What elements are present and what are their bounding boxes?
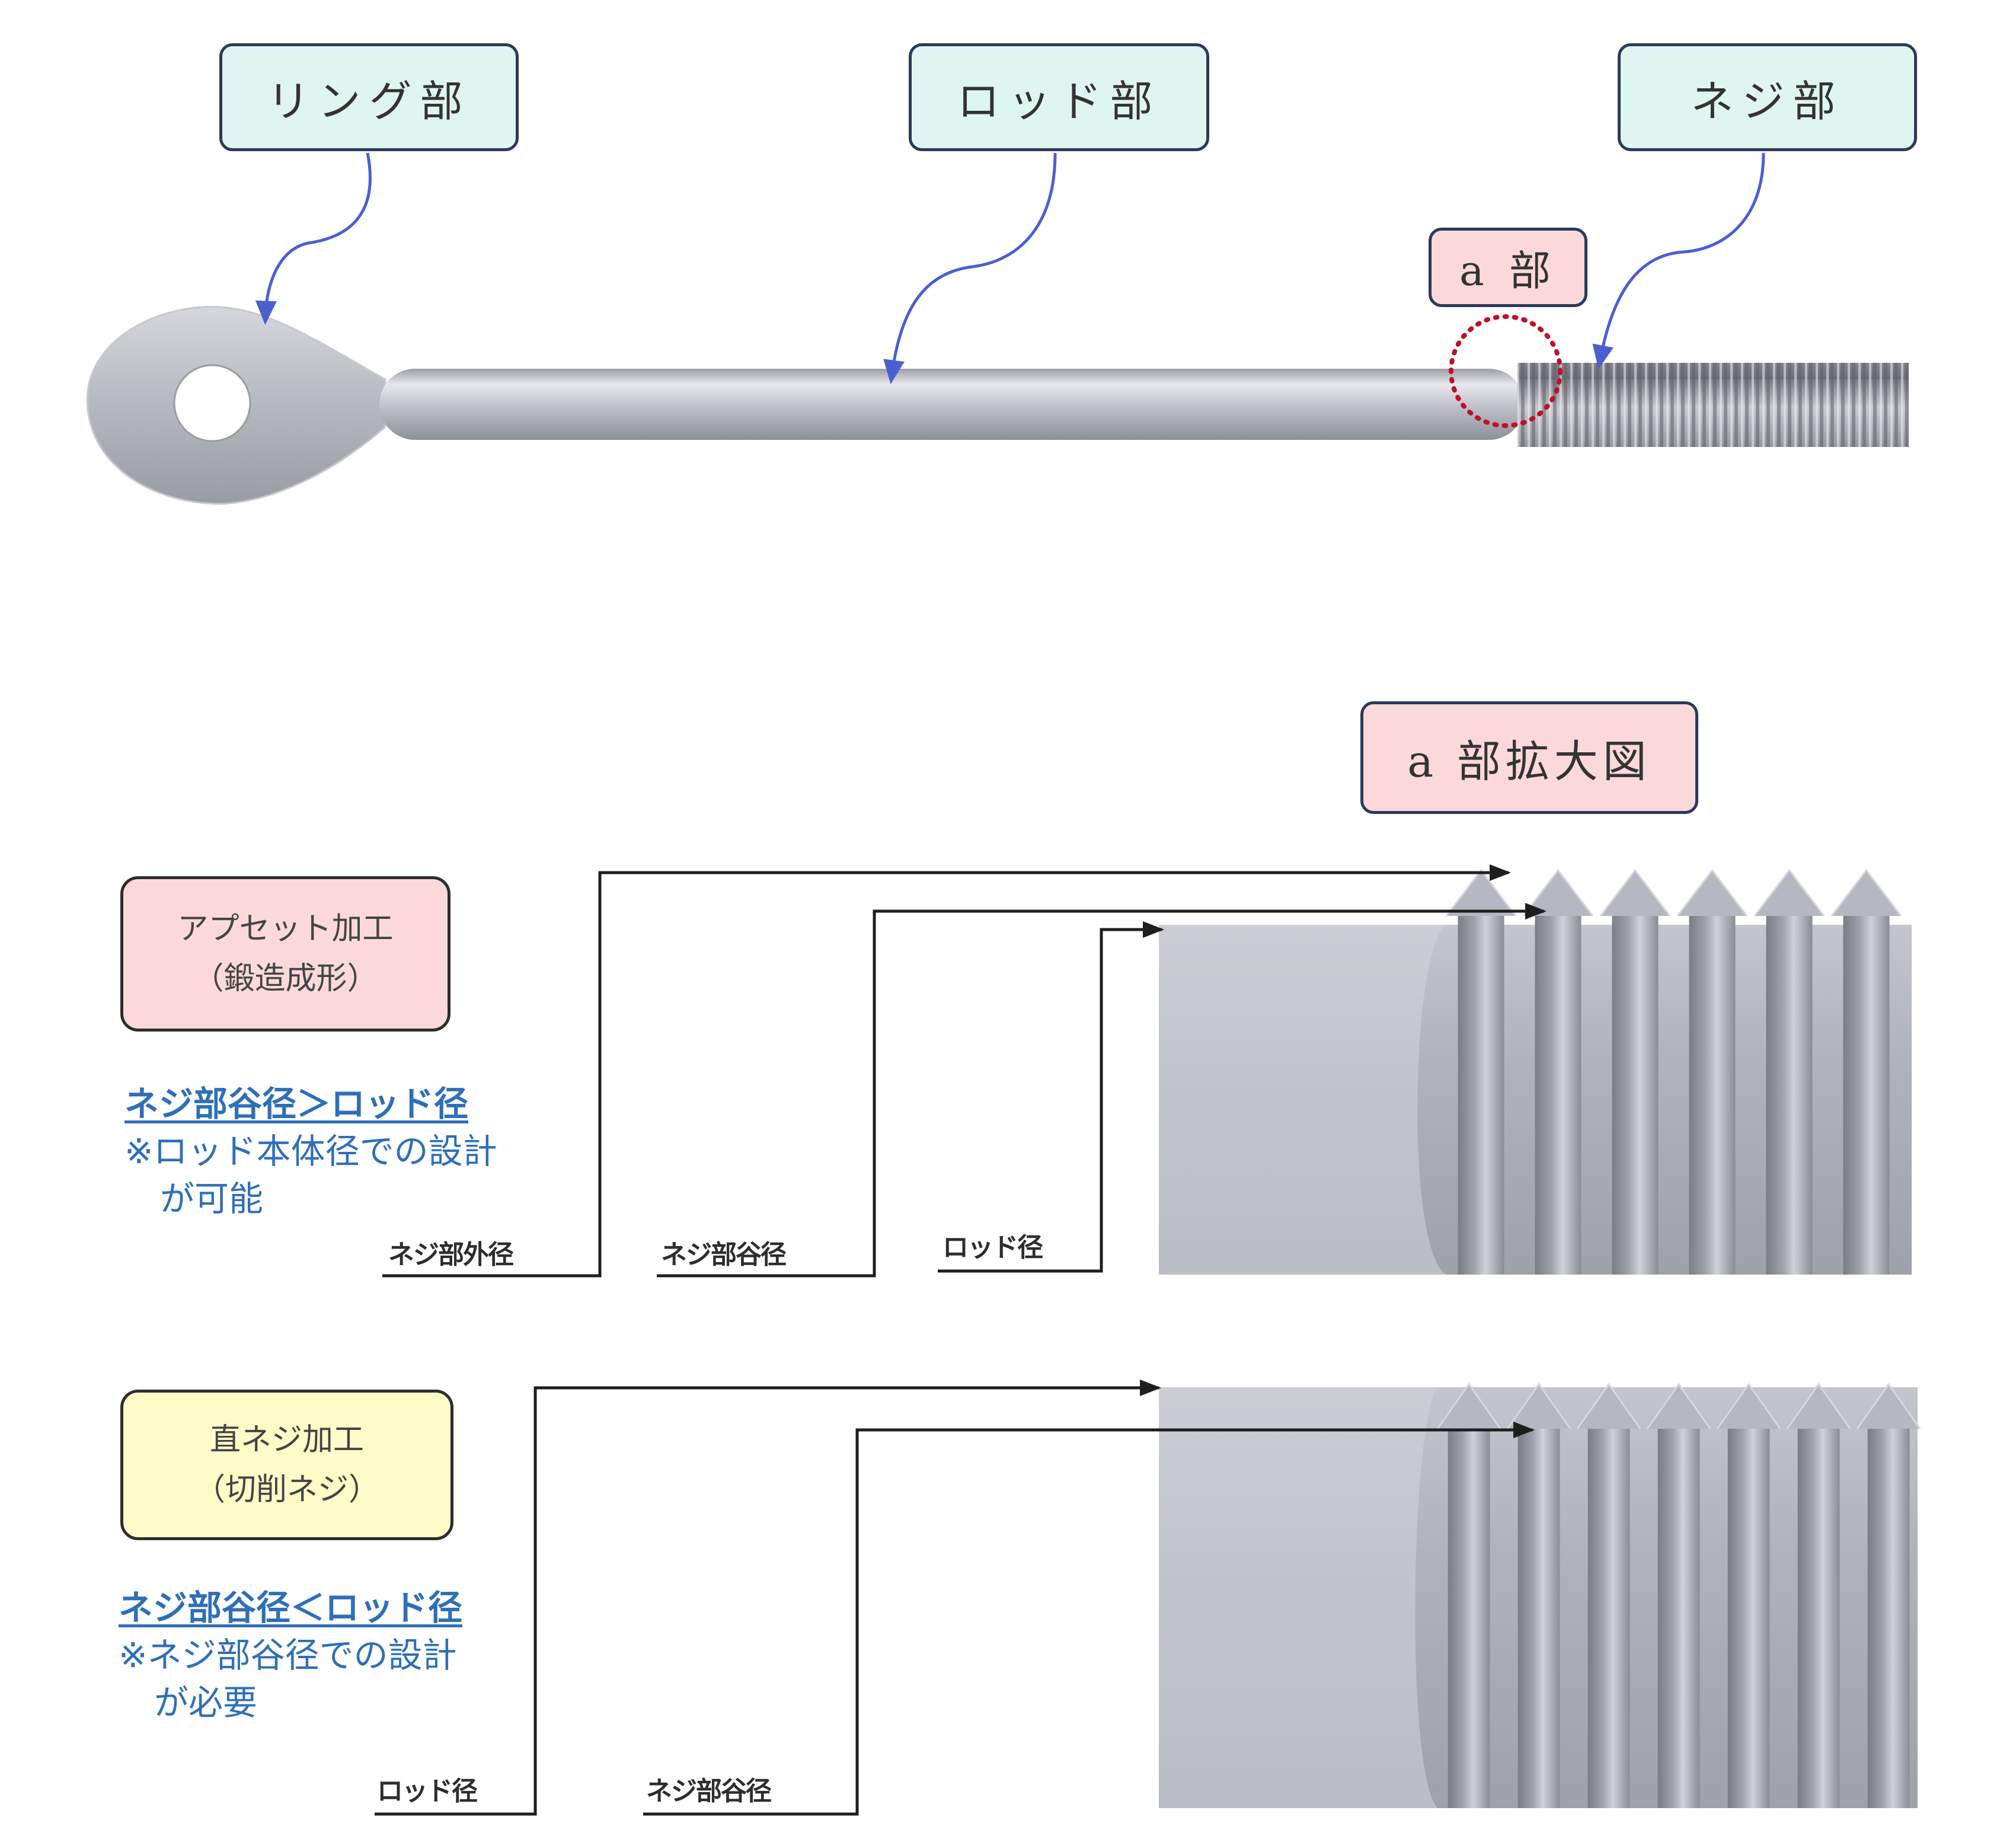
upset-thread-ridge — [1612, 916, 1659, 1275]
ring-hole — [173, 364, 251, 442]
cut-leader-lines — [375, 1380, 1535, 1816]
upset-root-diameter-label: ネジ部谷径 — [661, 1240, 787, 1270]
upset-title-line2: （鍛造成形） — [193, 961, 378, 997]
upset-note-heading: ネジ部谷径＞ロッド径 — [124, 1084, 469, 1124]
upset-thread-crest — [1676, 868, 1748, 917]
upset-leader-lines — [382, 864, 1547, 1278]
cut-thread-ridge — [1448, 1429, 1490, 1808]
upset-note-line1: ※ロッド本体径での設計 — [124, 1131, 497, 1171]
cut-title-line1: 直ネジ加工 — [209, 1422, 364, 1458]
upset-thread-crest — [1445, 868, 1517, 917]
rod-part-shape — [379, 369, 1525, 440]
cut-thread-crest — [1786, 1382, 1851, 1429]
upset-outer-diameter-label: ネジ部外径 — [388, 1240, 514, 1270]
cut-thread-crest — [1646, 1382, 1711, 1429]
upset-thread-crest — [1599, 868, 1671, 917]
upset-process-box: アプセット加工 （鍛造成形） — [120, 876, 451, 1032]
cut-thread-ridge — [1657, 1429, 1700, 1808]
cut-enlarged-view — [1159, 1382, 1921, 1808]
upset-note-line2: が可能 — [160, 1179, 264, 1219]
upset-note: ネジ部谷径＞ロッド径 ※ロッド本体径での設計 が可能 — [124, 1080, 497, 1222]
cut-note: ネジ部谷径＜ロッド径 ※ネジ部谷径での設計 が必要 — [119, 1584, 462, 1726]
cut-thread-crest — [1576, 1382, 1641, 1429]
cut-thread-crest — [1716, 1382, 1781, 1429]
cut-note-heading: ネジ部谷径＜ロッド径 — [119, 1588, 463, 1628]
upset-rod-diameter-label: ロッド径 — [942, 1232, 1043, 1263]
cut-thread-ridge — [1587, 1429, 1630, 1808]
ring-callout-arrow — [255, 152, 372, 325]
upset-thread-ridge — [1458, 916, 1504, 1275]
cut-rod-diameter-label: ロッド径 — [377, 1776, 478, 1806]
cut-thread-ridge — [1517, 1429, 1560, 1808]
cut-note-line2: が必要 — [154, 1682, 258, 1723]
upset-thread-crest — [1522, 868, 1594, 917]
upset-thread-ridge — [1843, 916, 1890, 1275]
cut-thread-crest — [1506, 1382, 1571, 1429]
upset-title-line1: アプセット加工 — [177, 911, 394, 947]
a-part-marker — [1449, 314, 1563, 428]
upset-thread-ridge — [1766, 916, 1813, 1275]
rod-callout-arrow — [883, 152, 1057, 384]
cut-thread-ridge — [1797, 1429, 1840, 1808]
thread-part-label: ネジ部 — [1618, 43, 1917, 151]
upset-thread-ridge — [1535, 916, 1582, 1275]
upset-thread-crest — [1753, 868, 1825, 917]
cut-thread-ridge — [1867, 1429, 1910, 1808]
ring-part-label: リング部 — [219, 43, 519, 151]
cut-note-line1: ※ネジ部谷径での設計 — [119, 1635, 457, 1675]
upset-enlarged-view — [1159, 868, 1912, 1275]
cut-root-diameter-label: ネジ部谷径 — [646, 1776, 772, 1806]
cut-thread-crest — [1856, 1382, 1921, 1429]
thread-part-shape — [1517, 363, 1909, 447]
a-part-enlarged-title: a 部拡大図 — [1360, 701, 1698, 814]
cut-thread-ridge — [1727, 1429, 1770, 1808]
cut-thread-crest — [1436, 1382, 1501, 1429]
eye-bolt-illustration — [86, 306, 1909, 505]
rod-part-label: ロッド部 — [909, 43, 1209, 151]
cut-process-box: 直ネジ加工 （切削ネジ） — [120, 1390, 453, 1540]
a-part-label: a 部 — [1429, 228, 1587, 307]
upset-thread-ridge — [1689, 916, 1736, 1275]
cut-title-line2: （切削ネジ） — [194, 1472, 379, 1508]
upset-thread-crest — [1830, 868, 1902, 917]
thread-callout-arrow — [1592, 152, 1765, 369]
